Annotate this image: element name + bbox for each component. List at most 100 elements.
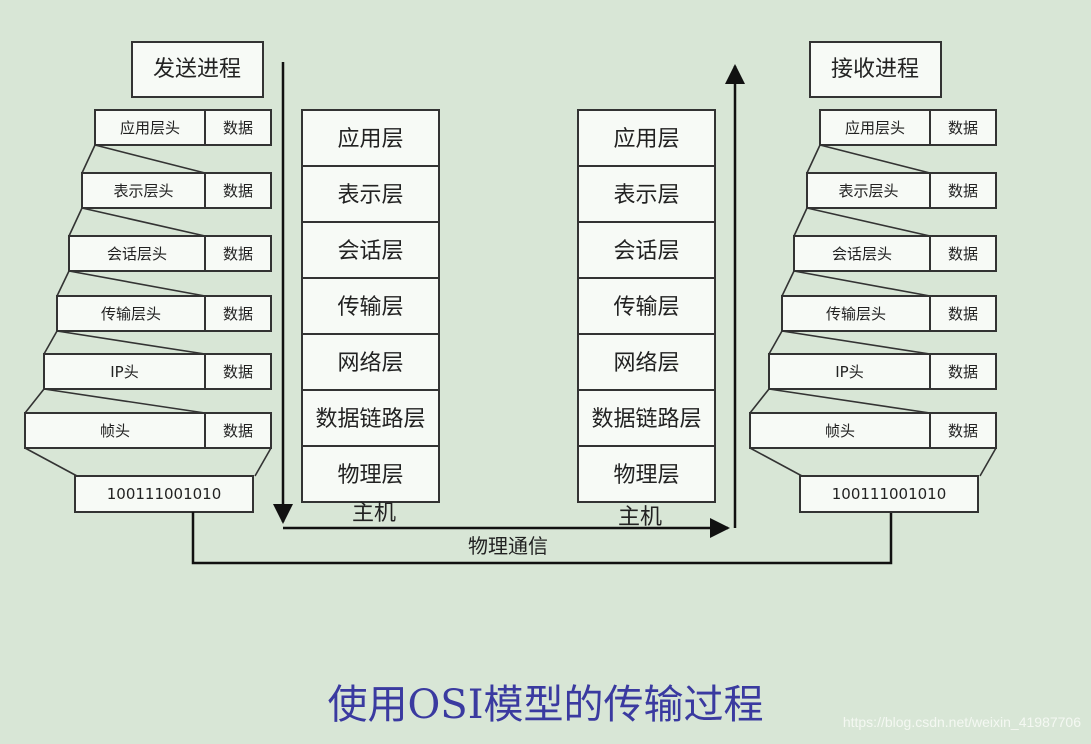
receiver-layer-label: 表示层 [613,183,679,208]
receiver-layer-label: 会话层 [613,239,679,264]
sender-data-box [204,412,272,449]
receiver-header-label: 传输层头 [826,305,886,323]
receiver-header-label: IP头 [835,363,863,381]
sender-wedge-line [43,330,58,355]
sender-header-label: 帧头 [100,422,130,440]
receiver-header-box [781,295,931,332]
receiver-data-label: 数据 [948,182,978,200]
receiver-wedge-line [819,144,931,174]
sender-layer-box [301,389,440,447]
receiver-process-box: 接收进程 [809,41,942,98]
receiver-layer-box [577,109,716,167]
sender-wedge-line [254,447,272,477]
diagram-caption: 使用OSI模型的传输过程 [327,682,764,728]
sender-layer-box [301,333,440,391]
sender-process-box: 发送进程 [131,41,264,98]
sender-layer-label: 会话层 [337,239,403,264]
receiver-header-stack: 应用层头数据表示层头数据会话层头数据传输层头数据IP头数据帧头数据 [749,109,997,477]
receiver-data-box [929,172,997,209]
sender-data-label: 数据 [223,305,253,323]
sender-header-label: IP头 [110,363,138,381]
sender-data-box [204,353,272,390]
receiver-data-box [929,109,997,146]
sender-layer-label: 物理层 [337,463,403,488]
receiver-wedge-line [768,330,783,355]
sender-data-box [204,235,272,272]
receiver-data-box [929,353,997,390]
receiver-header-label: 表示层头 [838,182,898,200]
receiver-data-box [929,412,997,449]
sender-data-label: 数据 [223,422,253,440]
receiver-layer-box [577,277,716,335]
sender-header-stack: 应用层头数据表示层头数据会话层头数据传输层头数据IP头数据帧头数据 [24,109,272,477]
receiver-wedge-line [781,270,795,297]
sender-header-label: 会话层头 [107,245,167,263]
receiver-layer-box [577,389,716,447]
receiver-header-box [768,353,931,390]
sender-data-label: 数据 [223,119,253,137]
receiver-host-label: 主机 [618,505,662,530]
sender-wedge-line [68,270,206,297]
sender-layer-label: 数据链路层 [315,407,425,432]
sender-wedge-line [81,144,96,174]
receiver-layer-label: 传输层 [613,295,679,320]
receiver-bits: 100111001010 [832,485,947,503]
sender-layer-box [301,277,440,335]
receiver-layer-box [577,333,716,391]
receiver-data-label: 数据 [948,119,978,137]
receiver-header-label: 会话层头 [832,245,892,263]
sender-layer-box [301,221,440,279]
sender-bits: 100111001010 [107,485,222,503]
receiver-layer-box [577,445,716,503]
receiver-wedge-line [793,207,808,237]
receiver-data-label: 数据 [948,422,978,440]
sender-layer-label: 表示层 [337,183,403,208]
sender-wedge-line [56,330,206,355]
sender-wedge-line [94,144,206,174]
sender-wedge-line [24,388,45,414]
sender-bits-box: 100111001010 [74,475,254,513]
sender-header-box [43,353,206,390]
receiver-data-label: 数据 [948,305,978,323]
receiver-layer-label: 网络层 [613,351,679,376]
sender-data-label: 数据 [223,182,253,200]
receiver-wedge-line [749,447,803,477]
sender-layer-box [301,165,440,223]
sender-wedge-line [24,447,78,477]
receiver-title: 接收进程 [831,57,919,82]
receiver-layer-label: 物理层 [613,463,679,488]
sender-layer-label: 传输层 [337,295,403,320]
sender-wedge-line [81,207,206,237]
sender-wedge-line [68,207,83,237]
receiver-wedge-line [806,144,821,174]
sender-data-box [204,109,272,146]
receiver-data-box [929,295,997,332]
watermark: https://blog.csdn.net/weixin_41987706 [842,714,1081,730]
sender-title: 发送进程 [153,57,241,82]
receiver-header-box [819,109,931,146]
sender-header-label: 表示层头 [113,182,173,200]
receiver-bits-box: 100111001010 [799,475,979,513]
physical-link-line [191,512,893,565]
sender-layer-label: 网络层 [337,351,403,376]
receiver-data-label: 数据 [948,245,978,263]
receiver-layer-box [577,221,716,279]
receiver-layer-label: 应用层 [613,127,679,152]
sender-data-box [204,295,272,332]
receiver-data-box [929,235,997,272]
sender-wedge-line [56,270,70,297]
sender-header-label: 传输层头 [101,305,161,323]
sender-data-label: 数据 [223,363,253,381]
sender-header-label: 应用层头 [120,119,180,137]
sender-layer-label: 应用层 [337,127,403,152]
sender-header-box [94,109,206,146]
sender-header-box [56,295,206,332]
receiver-wedge-line [793,270,931,297]
receiver-wedge-line [749,388,770,414]
sender-header-box [24,412,206,449]
receiver-data-label: 数据 [948,363,978,381]
receiver-header-label: 帧头 [825,422,855,440]
sender-layer-box [301,445,440,503]
